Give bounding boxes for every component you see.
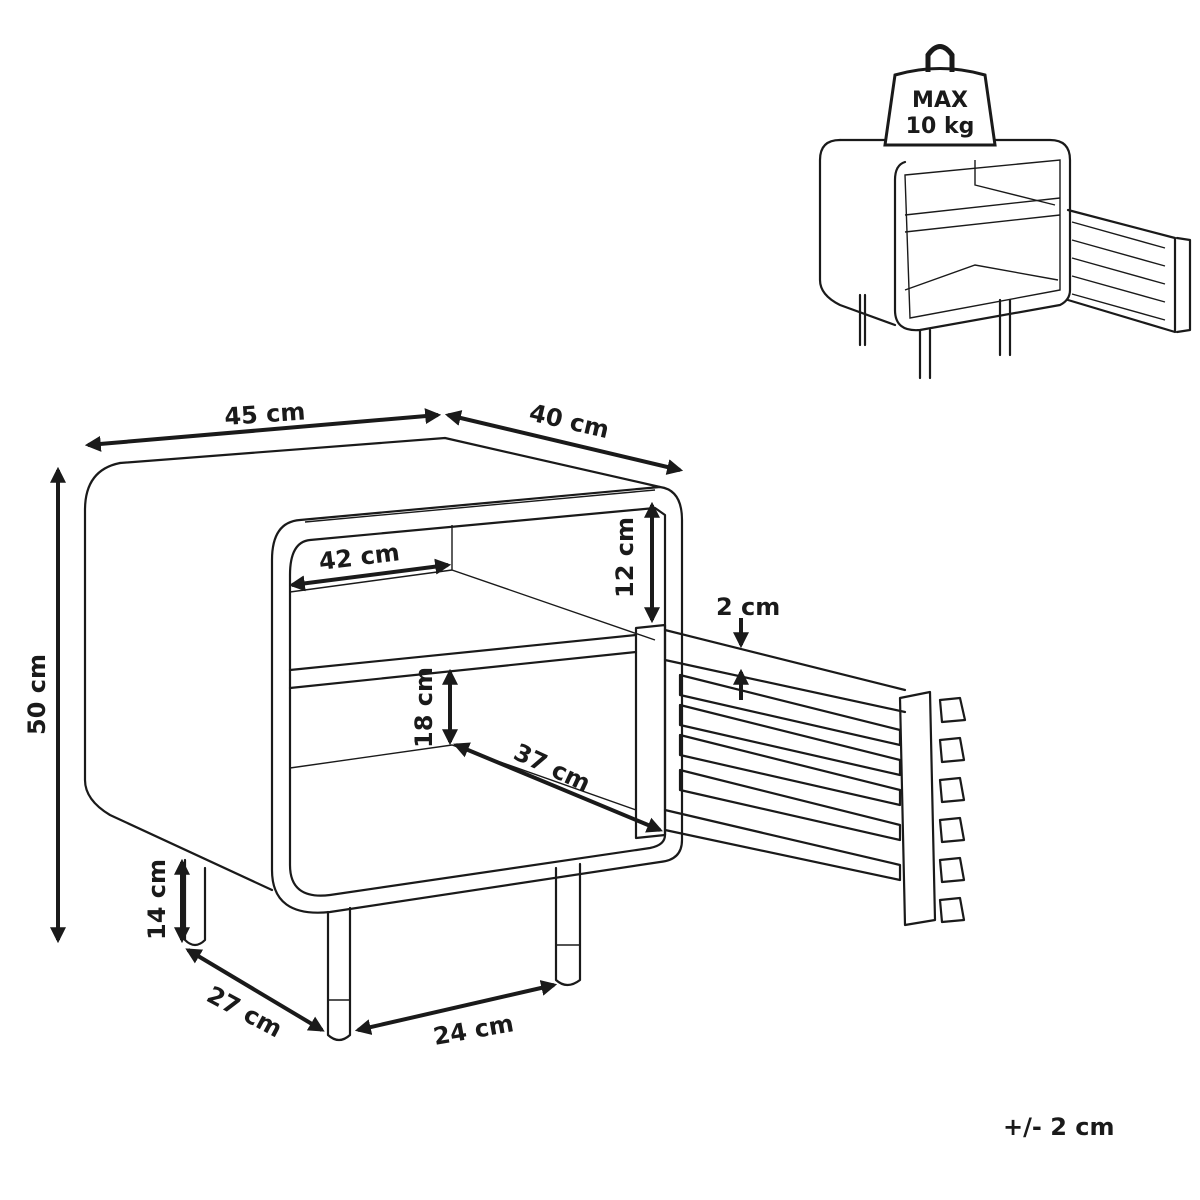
label-leg-height: 14 cm [143,859,171,940]
label-leg-spacing-depth: 27 cm [202,981,287,1044]
weight-max-label: MAX [912,88,968,113]
label-leg-spacing-width: 24 cm [431,1009,516,1051]
label-lower-compartment: 18 cm [410,667,438,748]
weight-icon: MAX 10 kg [883,44,997,147]
dimension-arrows [50,408,749,1035]
label-inner-width: 42 cm [317,538,401,576]
label-door-thickness: 2 cm [716,593,780,621]
label-width: 45 cm [223,397,306,431]
open-door [634,623,967,927]
label-inner-depth: 37 cm [509,738,594,798]
cabinet-main [83,436,684,914]
label-tolerance: +/- 2 cm [1003,1113,1114,1141]
label-upper-compartment: 12 cm [611,517,639,598]
load-inset [818,138,1192,380]
label-height: 50 cm [23,654,51,735]
weight-value-label: 10 kg [906,114,975,139]
